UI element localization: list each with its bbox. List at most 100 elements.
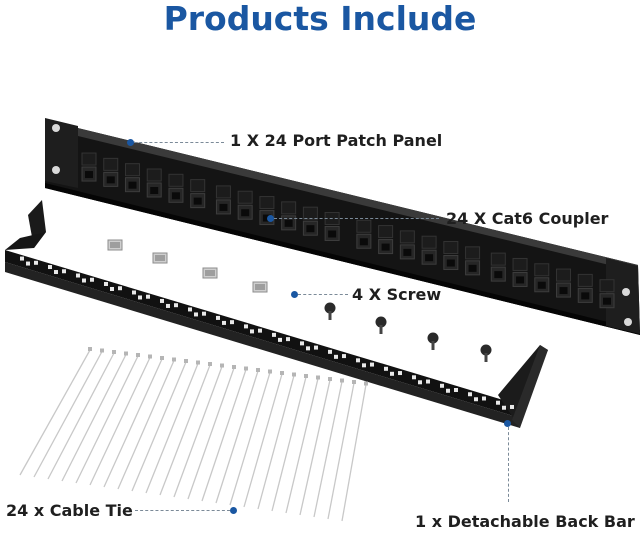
bar-hole: [216, 315, 220, 320]
cable-tie-head: [340, 378, 344, 383]
cable-tie-head: [112, 350, 116, 354]
bar-hole: [222, 320, 226, 325]
cable-tie-head: [352, 380, 356, 384]
cable-tie: [33, 351, 103, 478]
cable-tie-head: [100, 348, 104, 353]
bar-hole: [188, 307, 192, 312]
cable-tie: [187, 367, 235, 500]
pointer-dot-patch-panel: [127, 139, 134, 146]
panel-port-jack: [241, 209, 250, 217]
panel-port-jack: [537, 281, 546, 289]
cable-tie: [229, 372, 271, 506]
bar-hole: [104, 281, 108, 286]
panel-port-jack: [328, 230, 337, 238]
bar-hole: [62, 269, 66, 274]
bar-hole: [356, 358, 360, 363]
cable-tie-head: [208, 362, 212, 366]
panel-port-jack: [85, 171, 93, 179]
bar-hole: [110, 286, 114, 291]
screw-shaft: [431, 341, 435, 350]
bar-hole: [446, 388, 450, 393]
cable-tie: [89, 357, 151, 486]
bar-hole: [202, 311, 206, 316]
cable-tie-head: [220, 363, 224, 368]
panel-port-top: [124, 163, 140, 177]
cable-tie-head: [148, 354, 152, 359]
cable-tie: [313, 381, 343, 518]
panel-port-jack: [468, 264, 477, 272]
coupler-inner: [205, 270, 215, 276]
panel-port-top: [168, 173, 184, 187]
cable-tie-head: [268, 369, 272, 374]
screw-head: [480, 344, 492, 356]
bar-hole: [440, 383, 444, 388]
panel-port-top: [378, 225, 394, 239]
bar-hole: [482, 396, 486, 401]
cable-tie: [131, 361, 187, 492]
panel-ports: [81, 152, 615, 309]
panel-port-jack: [381, 243, 390, 251]
leader-screw: [298, 294, 348, 295]
cable-tie: [61, 354, 127, 482]
bar-hole: [250, 329, 254, 334]
cable-tie-head: [304, 374, 308, 378]
panel-port-top: [577, 273, 593, 287]
cable-tie: [47, 352, 115, 480]
page-title: Products Include: [163, 0, 477, 38]
cable-tie: [103, 358, 163, 488]
patch-panel: [45, 118, 640, 335]
panel-port-top: [421, 235, 437, 249]
cable-tie: [145, 363, 199, 494]
couplers: [107, 239, 268, 293]
cable-tie: [341, 384, 367, 522]
coupler-inner: [255, 284, 265, 290]
cable-tie: [271, 376, 307, 512]
cable-tie-head: [364, 381, 368, 386]
bar-hole: [138, 295, 142, 300]
panel-port-top: [81, 152, 97, 166]
cable-tie-head: [232, 365, 236, 369]
panel-port-jack: [128, 181, 137, 189]
panel-port-jack: [581, 292, 590, 300]
bar-hole: [132, 290, 136, 295]
panel-port-jack: [306, 225, 315, 233]
cable-tie: [19, 349, 91, 476]
cable-tie-head: [88, 347, 92, 351]
panel-port-top: [534, 263, 550, 277]
panel-port-top: [259, 196, 275, 210]
panel-port-top: [302, 206, 318, 220]
pointer-dot-cable-tie: [230, 507, 237, 514]
screw-head: [324, 302, 336, 314]
bar-hole: [496, 400, 500, 405]
bar-hole: [174, 303, 178, 308]
back-bar-holes: [20, 256, 514, 410]
bar-hole: [306, 346, 310, 351]
panel-port-jack: [603, 297, 611, 305]
panel-port-top: [512, 257, 528, 271]
cable-tie-head: [136, 353, 140, 357]
leader-patch-panel: [134, 142, 224, 143]
panel-port-jack: [559, 287, 568, 295]
coupler-inner: [110, 242, 120, 248]
coupler-inner: [155, 255, 165, 261]
cable-tie: [159, 364, 211, 496]
panel-port-jack: [425, 254, 434, 262]
cable-tie-head: [328, 377, 332, 381]
cable-tie-head: [184, 359, 188, 363]
bar-hole: [412, 375, 416, 380]
bar-hole: [468, 392, 472, 397]
bar-hole: [390, 371, 394, 376]
cable-tie: [299, 379, 331, 516]
bar-hole: [454, 388, 458, 393]
screws: [324, 302, 492, 362]
bar-hole: [90, 277, 94, 282]
bar-hole: [384, 366, 388, 371]
cable-tie-head: [292, 372, 296, 377]
label-patch-panel: 1 X 24 Port Patch Panel: [230, 131, 443, 150]
panel-port-jack: [516, 276, 525, 284]
panel-port-top: [215, 185, 231, 199]
bar-hole: [76, 273, 80, 278]
bar-hole: [510, 404, 514, 409]
bar-hole: [118, 286, 122, 291]
